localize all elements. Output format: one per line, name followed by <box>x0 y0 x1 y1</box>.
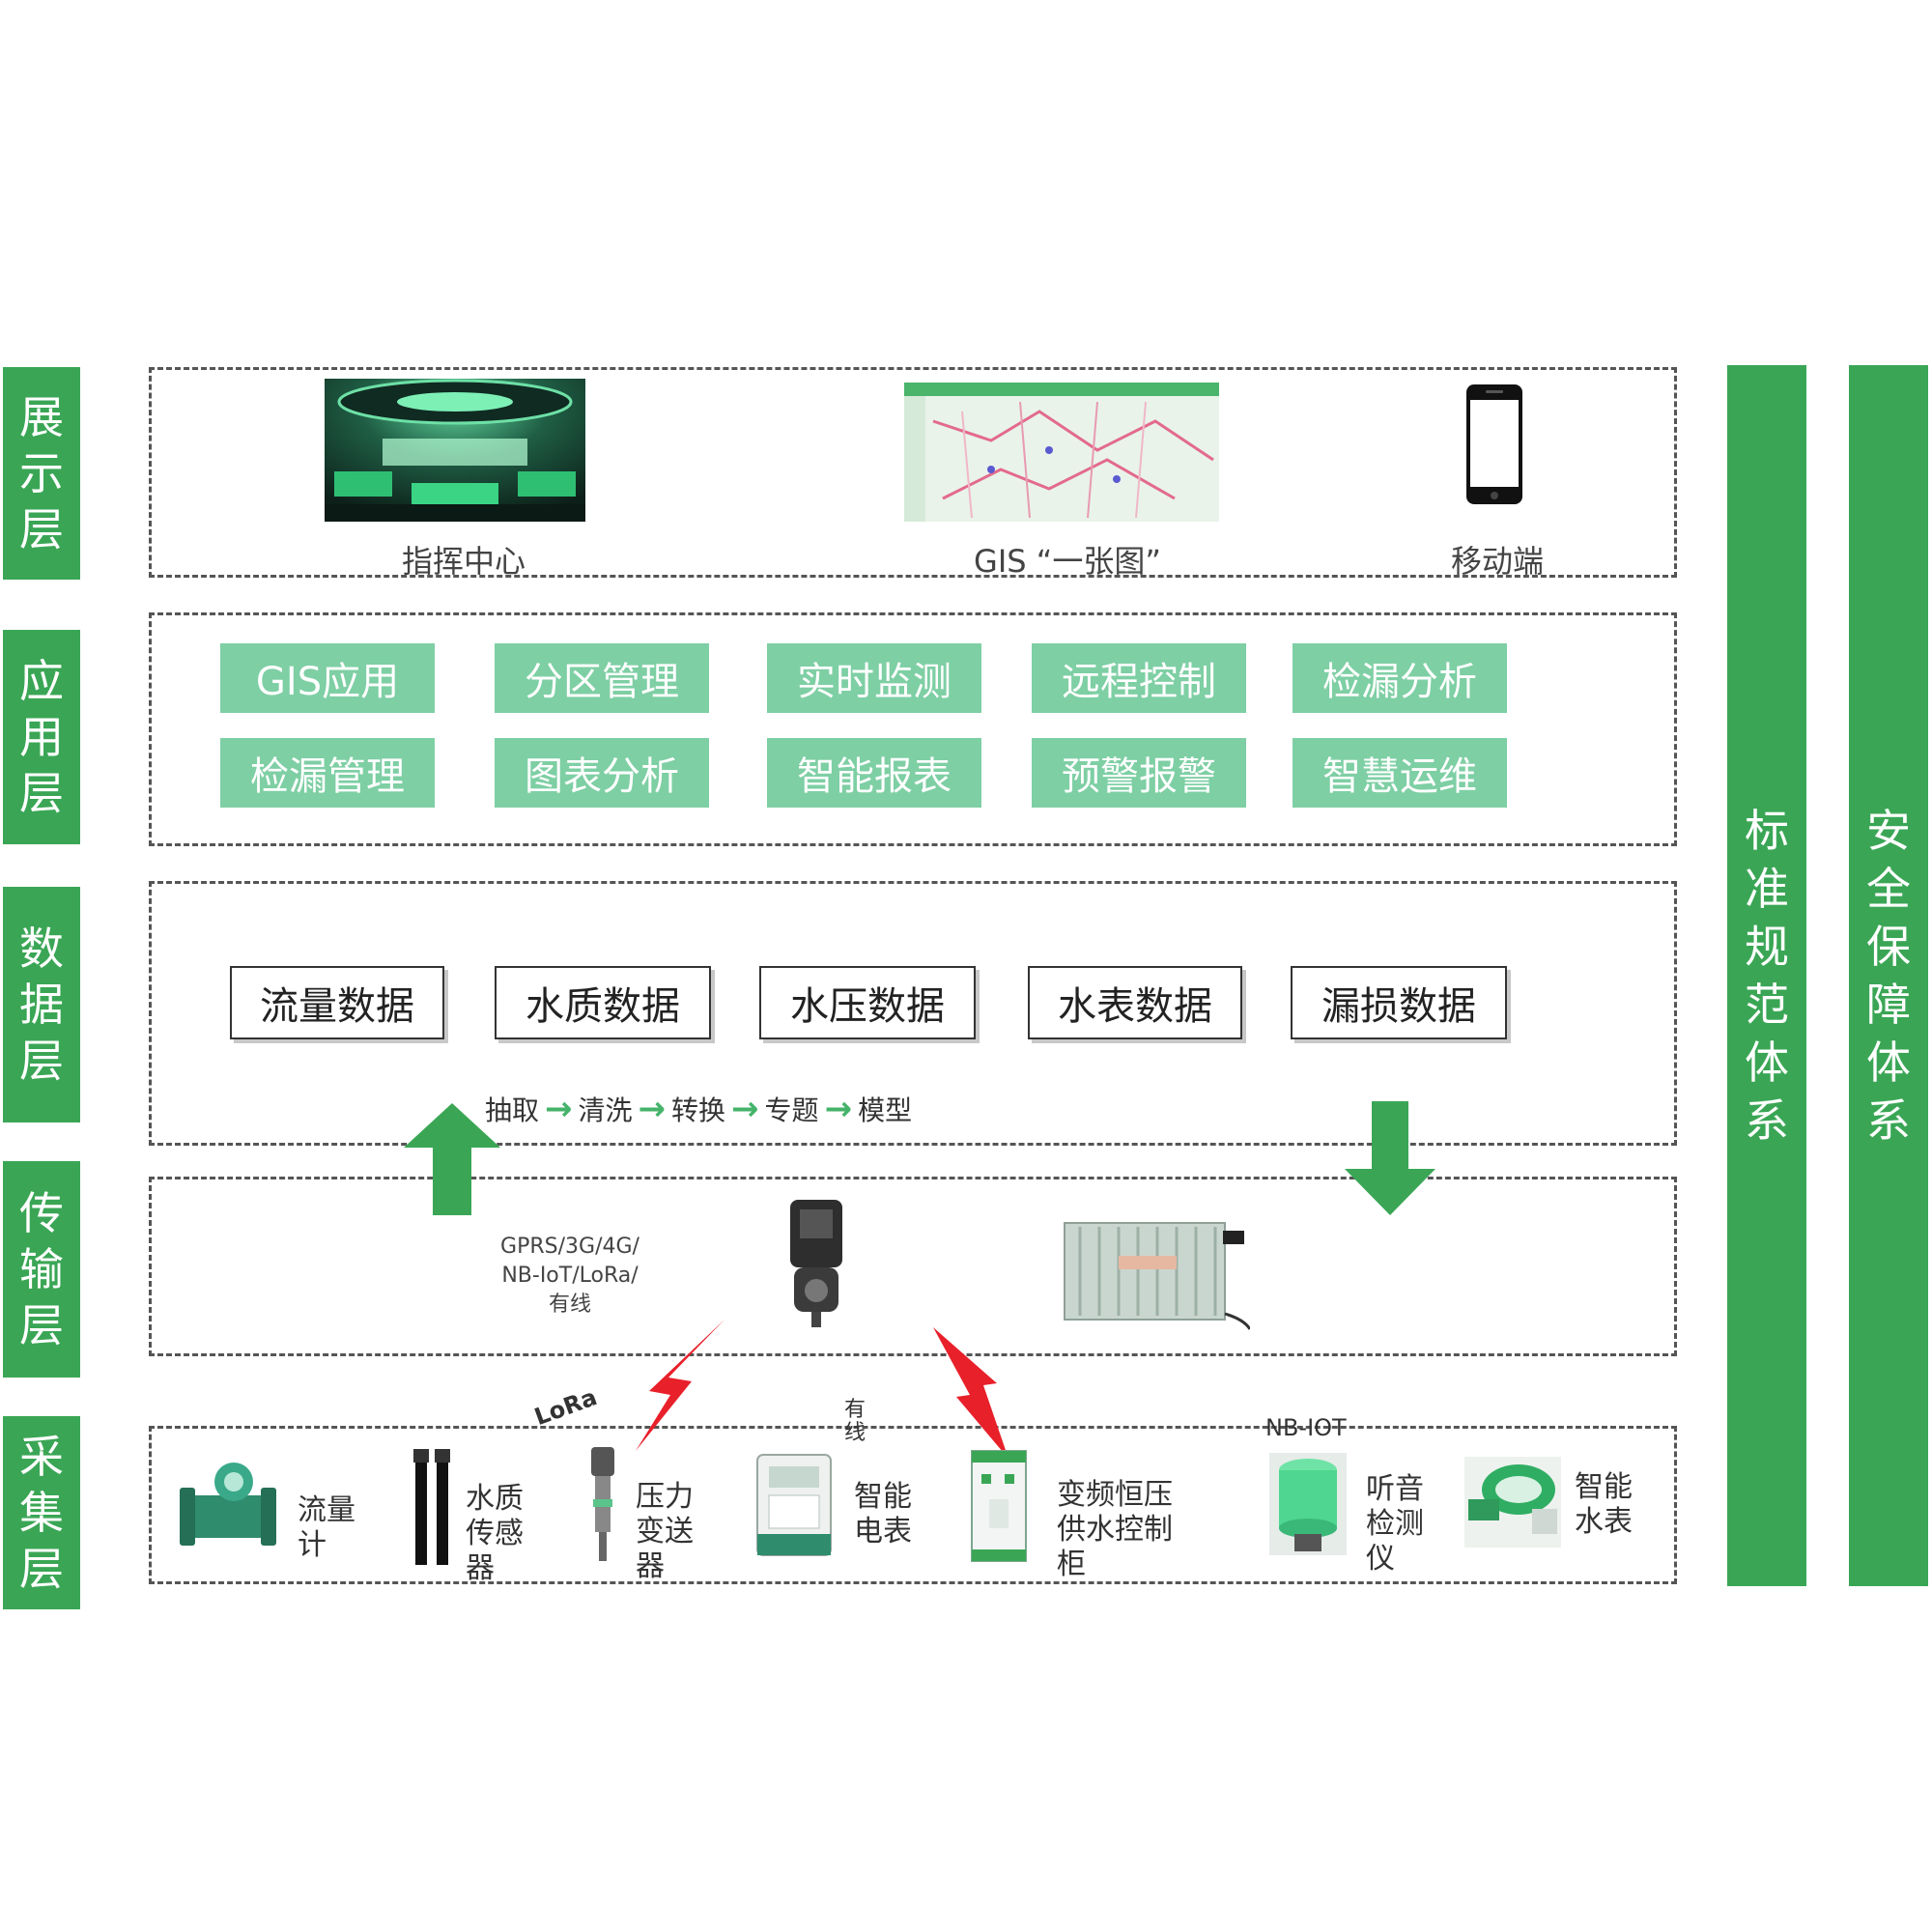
data-water-meter: 水表数据 <box>1028 966 1242 1039</box>
nbiot-label: NB-IOT <box>1265 1414 1347 1441</box>
arrow-right-icon: → <box>545 1090 573 1128</box>
smart-water-meter-image <box>1464 1457 1561 1548</box>
layer-label-transport-text: 传输层 <box>19 1187 64 1351</box>
data-leakage: 漏损数据 <box>1291 966 1507 1039</box>
wired-bolt-icon <box>927 1325 1014 1461</box>
data-flow: 流量数据 <box>230 966 444 1039</box>
standards-bar: 标准规范体系 <box>1727 365 1806 1586</box>
arrow-right-icon: → <box>731 1090 759 1128</box>
security-bar: 安全保障体系 <box>1849 365 1928 1586</box>
app-alarm[interactable]: 预警报警 <box>1032 738 1246 808</box>
transport-layer-box <box>149 1177 1677 1356</box>
layer-label-data: 数据层 <box>3 887 80 1122</box>
arrow-right-icon: → <box>824 1090 853 1128</box>
app-remote-control[interactable]: 远程控制 <box>1032 643 1246 713</box>
layer-label-application-text: 应用层 <box>19 655 64 819</box>
listening-detector-image <box>1269 1453 1347 1555</box>
security-bar-text: 安全保障体系 <box>1866 805 1911 1147</box>
layer-label-display: 展示层 <box>3 367 80 580</box>
listener-label: 听音检测仪 <box>1366 1472 1424 1576</box>
layer-label-application: 应用层 <box>3 630 80 844</box>
app-realtime-monitor[interactable]: 实时监测 <box>767 643 981 713</box>
etl-pipeline: 抽取 → 清洗 → 转换 → 专题 → 模型 <box>485 1088 1026 1130</box>
data-layer-box <box>149 881 1677 1146</box>
app-smart-ops[interactable]: 智慧运维 <box>1293 738 1507 808</box>
app-smart-report[interactable]: 智能报表 <box>767 738 981 808</box>
app-gis[interactable]: GIS应用 <box>220 643 435 713</box>
network-label-line2: NB-IoT/LoRa/ <box>501 1264 639 1288</box>
display-layer-box <box>149 367 1677 578</box>
data-water-quality: 水质数据 <box>495 966 711 1039</box>
pressure-label: 压力变送器 <box>636 1480 694 1583</box>
pipeline-topic: 专题 <box>764 1094 819 1126</box>
layer-label-data-text: 数据层 <box>19 923 64 1087</box>
pipeline-extract: 抽取 <box>485 1094 540 1126</box>
control-cabinet-image <box>970 1449 1028 1563</box>
network-label-line1: GPRS/3G/4G/ <box>500 1235 639 1259</box>
application-layer-box <box>149 612 1677 846</box>
pipeline-model: 模型 <box>858 1094 913 1126</box>
app-leak-management[interactable]: 检漏管理 <box>220 738 435 808</box>
water-quality-label: 水质传感器 <box>466 1482 524 1585</box>
data-water-pressure: 水压数据 <box>759 966 976 1039</box>
collection-layer-box <box>149 1426 1677 1584</box>
gis-map-label: GIS “一张图” <box>974 543 1161 580</box>
cabinet-label: 变频恒压供水控制柜 <box>1057 1478 1173 1581</box>
layer-label-collection-text: 采集层 <box>19 1431 64 1595</box>
pipeline-transform: 转换 <box>671 1094 726 1126</box>
pressure-transmitter-image <box>585 1445 620 1565</box>
mobile-label: 移动端 <box>1450 543 1544 580</box>
network-label-line3: 有线 <box>548 1293 591 1317</box>
smart-meter-label: 智能电表 <box>854 1480 912 1548</box>
command-center-image <box>325 379 585 522</box>
arrow-right-icon: → <box>638 1090 667 1128</box>
wired-label: 有线 <box>844 1398 867 1445</box>
arrow-down-icon <box>1345 1101 1435 1215</box>
smart-electric-meter-image <box>755 1453 833 1557</box>
layer-label-display-text: 展示层 <box>19 391 64 555</box>
app-leak-analysis[interactable]: 检漏分析 <box>1293 643 1507 713</box>
command-center-label: 指挥中心 <box>401 543 526 580</box>
arrow-up-icon <box>404 1103 500 1215</box>
network-label: GPRS/3G/4G/ NB-IoT/LoRa/ 有线 <box>483 1233 657 1320</box>
layer-label-transport: 传输层 <box>3 1161 80 1378</box>
app-zoning[interactable]: 分区管理 <box>495 643 709 713</box>
gis-map-image <box>904 383 1219 522</box>
water-quality-sensor-image <box>412 1449 454 1573</box>
app-chart-analysis[interactable]: 图表分析 <box>495 738 709 808</box>
wireless-bolt-icon <box>628 1318 734 1453</box>
mobile-phone-icon <box>1464 383 1524 506</box>
pipeline-clean: 清洗 <box>578 1094 633 1126</box>
flowmeter-image <box>180 1453 276 1559</box>
water-meter-label: 智能水表 <box>1575 1470 1633 1539</box>
flowmeter-label: 流量计 <box>298 1493 355 1562</box>
layer-label-collection: 采集层 <box>3 1416 80 1609</box>
gateway-device-image <box>781 1196 852 1331</box>
rtu-device-image <box>1061 1208 1252 1331</box>
standards-bar-text: 标准规范体系 <box>1745 805 1789 1147</box>
